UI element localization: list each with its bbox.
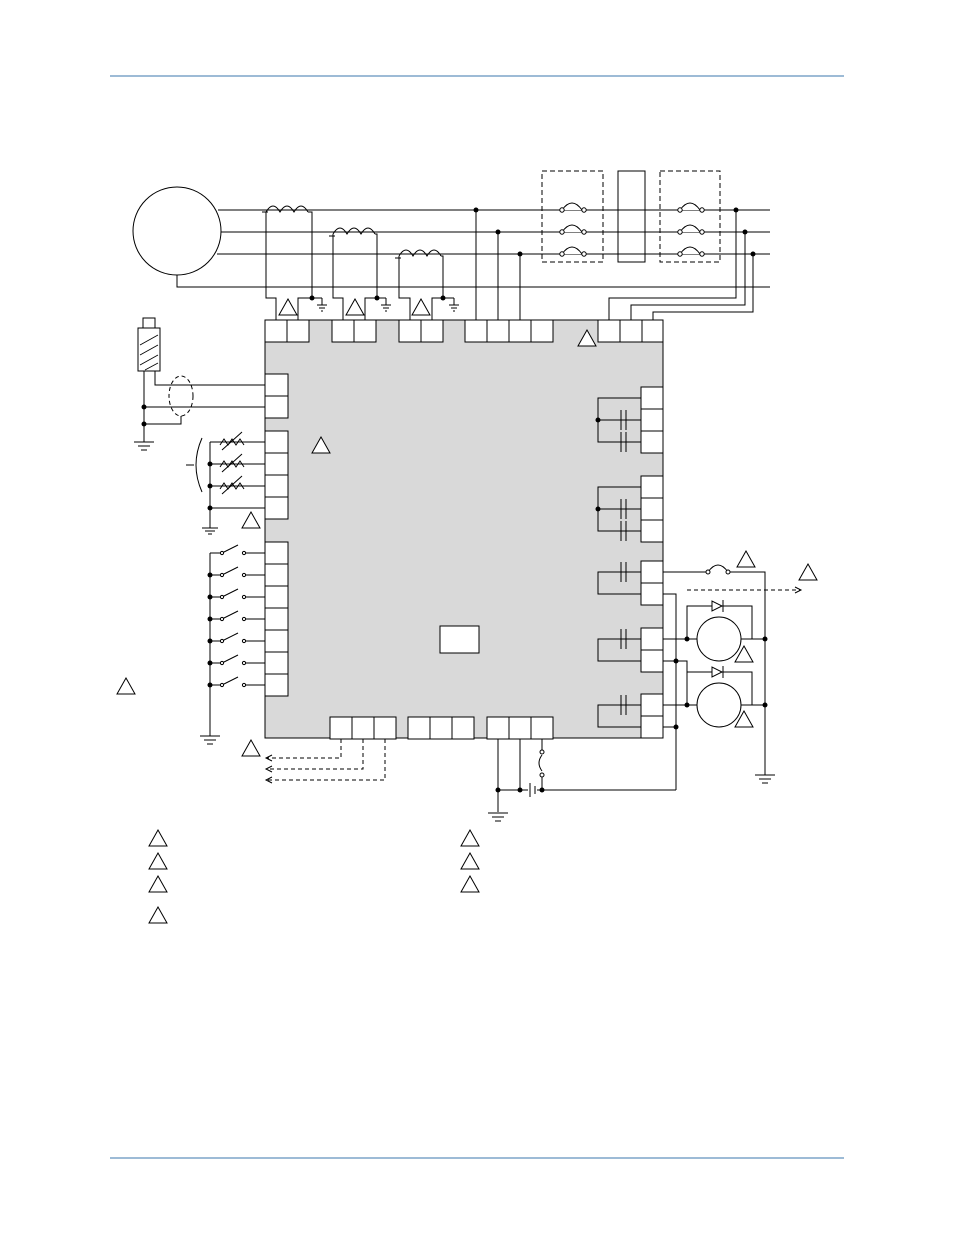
- current-transformer-a: [262, 205, 322, 320]
- bottom-terminal-strip: [329, 716, 554, 740]
- voltage-sense-taps: [475, 210, 521, 320]
- bus-sense-lines: [608, 210, 754, 320]
- ground-symbol: [200, 735, 220, 745]
- shield-ellipse: [168, 375, 194, 417]
- ground-symbol: [134, 441, 154, 451]
- footer-rule: [110, 1157, 844, 1159]
- note-triangles: [116, 297, 818, 757]
- motor-circle-2: [696, 682, 742, 728]
- ct-grounds: [317, 298, 459, 312]
- sensor-probe-cap: [142, 317, 156, 329]
- generator-circle: [132, 186, 222, 276]
- junction-dots: [141, 207, 768, 793]
- ground-symbol: [755, 774, 775, 784]
- diodes: [711, 600, 724, 678]
- contact-inputs: [209, 544, 265, 736]
- analog-outputs: [266, 739, 386, 781]
- motor-circle-1: [696, 616, 742, 662]
- top-terminal-strip: [264, 319, 664, 343]
- supply-fuse: [538, 754, 543, 772]
- output-fuse: [707, 564, 729, 573]
- rtd-inputs: [186, 431, 265, 528]
- header-rule: [110, 75, 844, 77]
- relay-output-5: [597, 695, 641, 728]
- ground-symbol: [202, 527, 218, 535]
- fuse-arcs: [559, 202, 705, 257]
- relay-output-4: [597, 629, 641, 662]
- ground-symbol: [488, 812, 508, 822]
- controller-unit: [264, 319, 664, 739]
- arrow-heads: [264, 754, 273, 784]
- open-terminal-dots: [219, 550, 731, 778]
- relay-output-3: [597, 562, 641, 595]
- center-label-box: [439, 625, 480, 654]
- isolation-block: [617, 170, 646, 263]
- battery: [529, 783, 536, 797]
- legend-triangles: [148, 828, 480, 924]
- sensor-probe: [137, 327, 161, 372]
- fuse-box-left: [541, 170, 604, 263]
- fuse-box-right: [659, 170, 721, 263]
